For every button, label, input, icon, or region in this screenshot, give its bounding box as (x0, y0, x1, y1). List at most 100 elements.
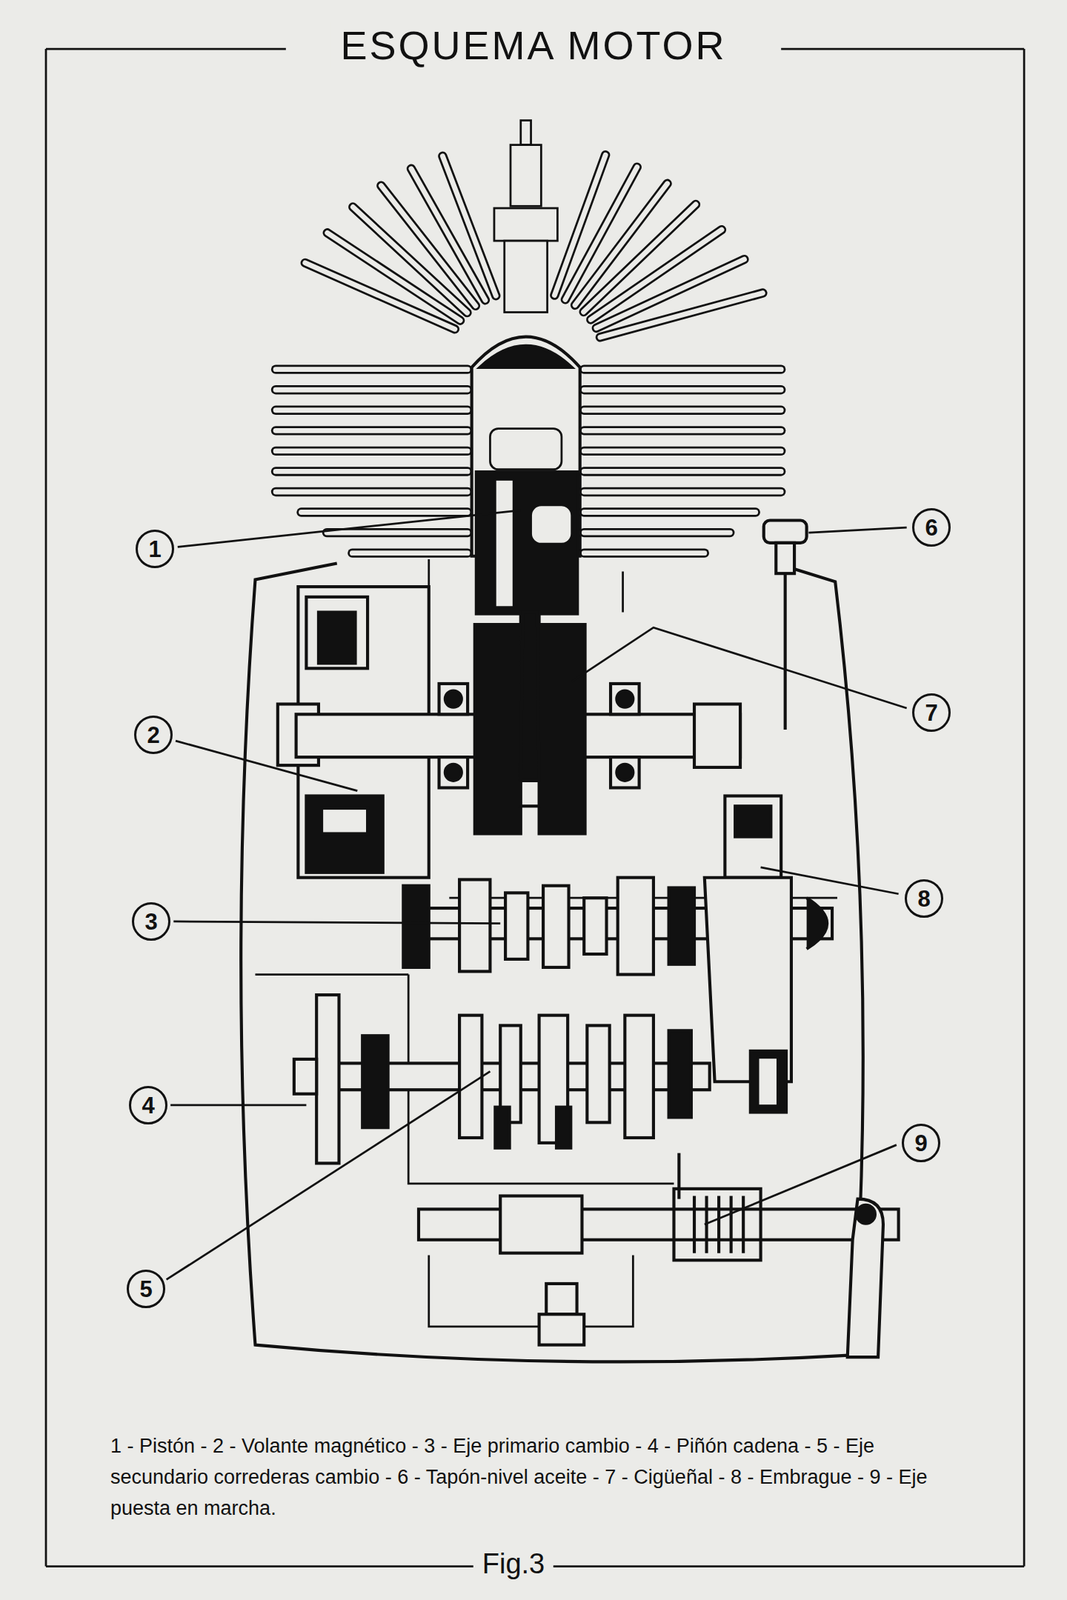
kickstart-shaft (673, 1189, 761, 1261)
clutch (750, 1051, 787, 1113)
secondary-shaft (294, 995, 710, 1164)
primary-shaft (617, 878, 654, 976)
oil-plug (763, 520, 807, 544)
crankshaft (474, 624, 521, 834)
crankshaft (439, 683, 469, 715)
kickstart-shaft (677, 1153, 681, 1200)
cooling-fins (275, 466, 468, 476)
callout-number: 8 (904, 879, 944, 919)
cooling-fins (275, 407, 468, 413)
kickstart-shaft (847, 1199, 884, 1359)
cooling-fins (275, 487, 468, 497)
crankshaft (520, 612, 540, 807)
cooling-fins (583, 448, 781, 454)
cooling-fins (275, 366, 468, 372)
cooling-fins (301, 509, 469, 515)
kickstart-shaft (500, 1195, 582, 1253)
clutch (806, 898, 828, 950)
leader-lines (704, 1145, 897, 1225)
cooling-fins (305, 263, 455, 329)
callout-text: 9 (914, 1132, 927, 1156)
secondary-shaft (316, 995, 339, 1164)
frame (45, 48, 1025, 1567)
callout-text: 6 (924, 516, 938, 540)
leader-lines (166, 1071, 491, 1280)
crankshaft (520, 612, 540, 781)
frame (45, 48, 287, 51)
secondary-shaft (494, 1107, 510, 1149)
callout-text: 1 (148, 537, 161, 561)
frame (1023, 48, 1026, 1567)
cooling-fins (583, 487, 781, 497)
figure-caption: Fig.3 (473, 1548, 554, 1581)
clutch (757, 1057, 779, 1107)
cooling-fins (583, 528, 730, 538)
secondary-shaft (586, 1025, 610, 1123)
clutch (724, 795, 781, 878)
crankshaft (445, 764, 462, 781)
callout-text: 8 (917, 887, 930, 911)
cooling-fins (583, 469, 781, 475)
cooling-fins (554, 154, 606, 295)
primary-shaft (543, 886, 569, 968)
secondary-shaft (556, 1107, 571, 1149)
kickstart-shaft (694, 1195, 744, 1253)
crankshaft (694, 704, 741, 768)
piston (531, 505, 573, 544)
callout-text: 5 (139, 1278, 152, 1302)
cooling-fins (301, 507, 469, 517)
callout-number: 9 (901, 1124, 941, 1163)
spark-plug (494, 120, 558, 313)
crankcase (240, 559, 864, 1363)
crankshaft (439, 757, 469, 788)
frame (45, 48, 48, 1567)
cooling-fins (275, 446, 468, 456)
oil-plug (775, 543, 795, 574)
callout-number: 6 (912, 508, 951, 547)
kickstart-shaft (418, 1209, 899, 1240)
cooling-fins (583, 428, 781, 434)
cooling-fins (583, 426, 781, 435)
piston (475, 471, 578, 615)
secondary-shaft (669, 1030, 692, 1118)
crankshaft (610, 683, 640, 715)
cooling-fins (275, 469, 468, 475)
cooling-fins (583, 364, 781, 374)
kickstart-shaft (546, 1284, 577, 1315)
callout-text: 3 (144, 910, 158, 934)
cooling-fins (583, 406, 781, 415)
kickstart-shaft (539, 1314, 585, 1345)
leader-lines (173, 921, 501, 924)
cooling-fins (351, 550, 468, 556)
crankcase (240, 563, 864, 1362)
callout-text: 7 (924, 701, 938, 725)
primary-shaft (583, 898, 607, 955)
cooling-fins (275, 428, 468, 434)
spark-plug (520, 120, 532, 146)
cooling-fins (583, 507, 756, 517)
crankshaft (296, 612, 741, 835)
callout-number: 5 (126, 1270, 166, 1309)
spark-plug (510, 145, 541, 207)
cooling-fins (275, 364, 468, 374)
oil-plug (763, 520, 807, 730)
cooling-fins (554, 154, 606, 295)
crankshaft (445, 691, 462, 708)
diagram-title: ESQUEMA MOTOR (329, 22, 737, 69)
leader-lines (170, 1104, 307, 1108)
cylinder (480, 346, 573, 368)
crankshaft (616, 691, 633, 708)
cooling-fins (275, 448, 468, 454)
cooling-fins (583, 407, 781, 413)
kickstart-shaft (856, 1205, 876, 1225)
frame (780, 48, 1025, 51)
primary-shaft (459, 879, 490, 972)
leader-lines (760, 867, 899, 895)
cooling-fins (275, 387, 468, 393)
cooling-fins (326, 530, 468, 536)
piston (475, 471, 578, 615)
cooling-fins (583, 550, 705, 556)
leader-lines (175, 740, 358, 792)
primary-shaft (403, 886, 429, 968)
